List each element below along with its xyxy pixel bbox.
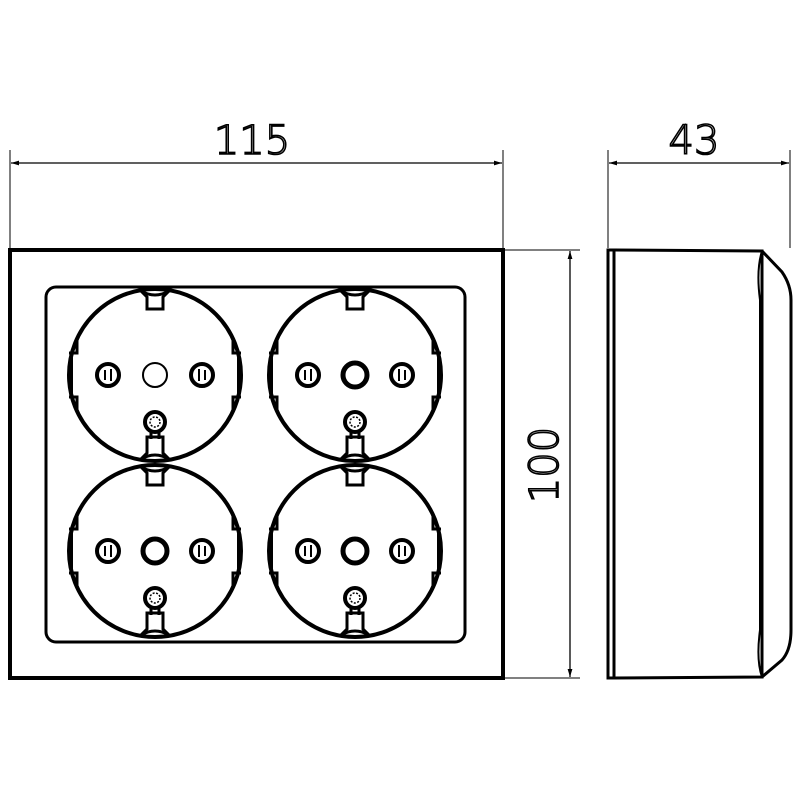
side-body <box>613 248 764 680</box>
height-dimension: 100 <box>505 249 580 679</box>
socket-bottom-left <box>67 463 243 639</box>
side-base-plate <box>606 248 616 680</box>
socket-center-hole <box>142 362 168 388</box>
side-view <box>606 248 793 680</box>
socket-top-left <box>67 287 243 463</box>
width-dimension-label: 115 <box>214 118 290 164</box>
socket-center-hole <box>340 360 370 390</box>
depth-dimension: 43 <box>607 117 791 248</box>
depth-dimension-label: 43 <box>669 118 720 164</box>
front-view <box>8 248 505 680</box>
socket-bottom-right <box>267 463 443 639</box>
socket-center-hole <box>340 536 370 566</box>
socket-top-right <box>267 287 443 463</box>
side-cover <box>760 249 793 679</box>
height-dimension-label: 100 <box>522 427 568 503</box>
socket-center-hole <box>140 536 170 566</box>
width-dimension: 115 <box>9 117 504 248</box>
